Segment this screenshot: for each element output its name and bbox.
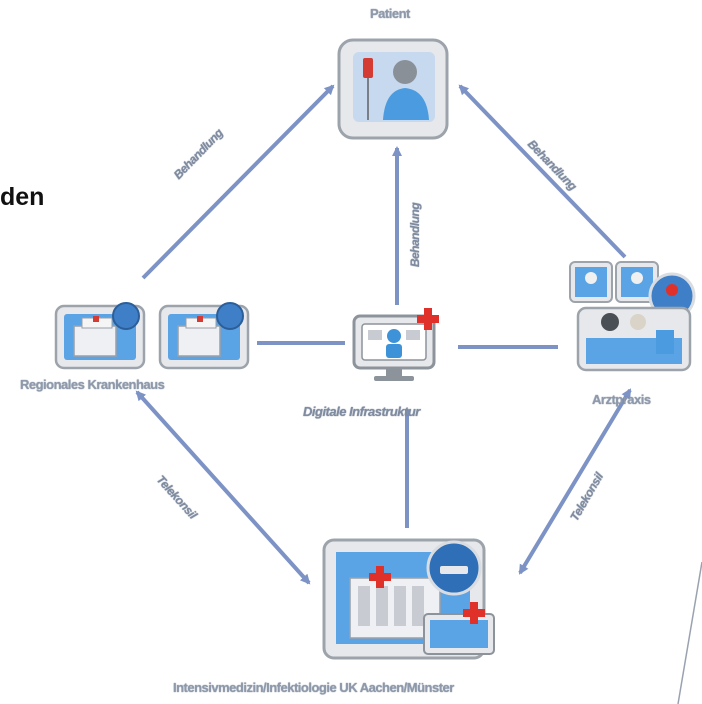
side-text-fragment: den <box>0 183 45 211</box>
edge-practice-center <box>518 388 632 575</box>
digital-infrastructure-icon <box>352 308 439 381</box>
edge-hospital-center <box>135 390 311 585</box>
slide-corner-shape <box>677 561 702 704</box>
digital-infrastructure-label: Digitale Infrastruktur <box>303 404 420 419</box>
edge-hospital-patient <box>141 84 335 280</box>
edge-practice-patient <box>458 84 627 259</box>
hospital-label: Regionales Krankenhaus <box>20 377 165 392</box>
patient-icon <box>337 38 449 140</box>
hospital-icon <box>54 302 250 370</box>
practice-icon <box>569 261 696 372</box>
intensive-care-icon <box>322 538 495 660</box>
intensive-care-label: Intensivmedizin/Infektiologie UK Aachen/… <box>173 680 454 695</box>
practice-label: Arztpraxis <box>592 392 651 407</box>
edge-label-infra-patient: Behandlung <box>408 202 423 268</box>
patient-label: Patient <box>370 6 410 21</box>
